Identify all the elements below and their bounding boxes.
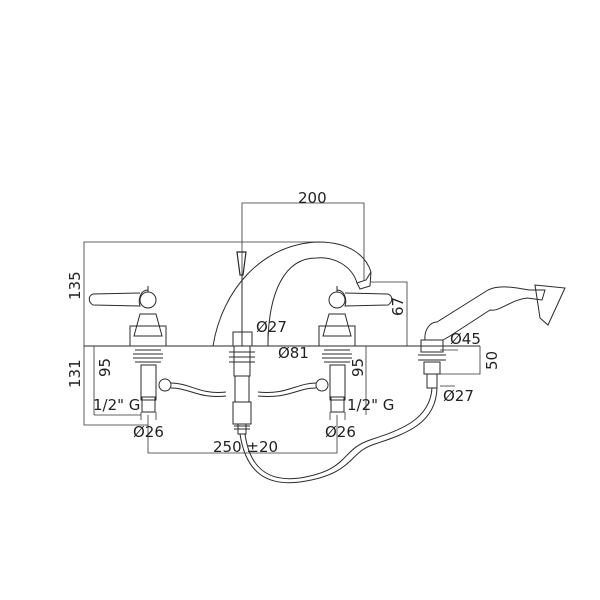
dim-spout-base-diameter: Ø27 (256, 318, 287, 336)
left-valve (88, 286, 227, 413)
dim-escutcheon-diameter: Ø81 (278, 344, 309, 362)
hand-shower (239, 284, 566, 484)
dim-right-connection: 1/2" G (347, 396, 394, 414)
dim-left-valve-diameter: Ø26 (133, 423, 164, 441)
dim-left-connection: 1/2" G (93, 396, 140, 414)
right-valve (257, 286, 393, 413)
dim-height-above-deck: 135 (66, 271, 84, 300)
center-body (229, 345, 255, 435)
dim-shower-hose-diameter: Ø27 (443, 387, 474, 405)
dim-center-distance: 250 ±20 (213, 438, 278, 456)
dim-right-valve-depth: 95 (349, 358, 367, 377)
diverter-knob (236, 251, 247, 276)
dim-spout-outlet-height: 67 (389, 297, 407, 316)
dim-right-valve-diameter: Ø26 (325, 423, 356, 441)
dim-depth-below-deck: 131 (66, 359, 84, 388)
dim-left-valve-depth: 95 (96, 358, 114, 377)
spout (212, 241, 372, 347)
dim-shower-base-depth: 50 (483, 351, 501, 370)
dim-shower-base-diameter: Ø45 (450, 330, 481, 348)
dimension-lines (83, 202, 481, 454)
dim-spout-reach: 200 (298, 189, 327, 207)
